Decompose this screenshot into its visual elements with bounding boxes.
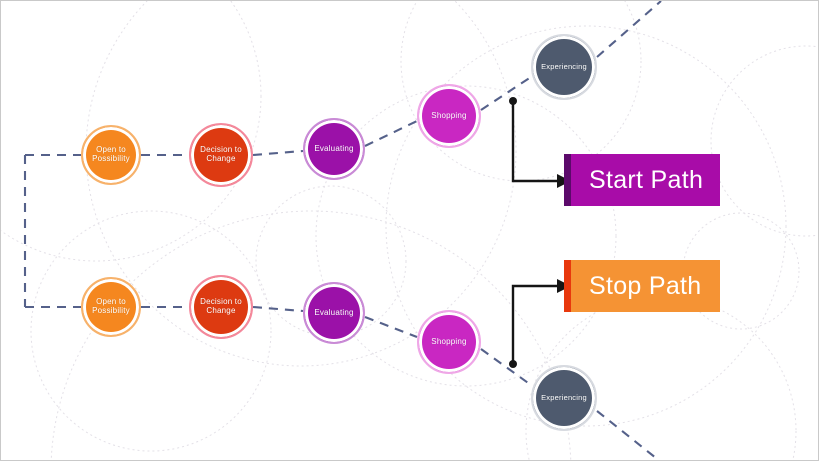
node-label: Experiencing [541,61,587,71]
stop-path-button-label: Stop Path [589,271,702,300]
node-label: Decision to Change [200,145,242,163]
node-label: Evaluating [314,307,354,317]
stop-path-connector-dot [509,360,517,368]
node-evaluating-bottom[interactable]: Evaluating [303,282,365,344]
node-shopping-bottom[interactable]: Shopping [417,310,481,374]
start-path-connector [511,101,558,183]
node-label: Open to Possibility [92,297,130,315]
start-path-connector-dot [509,97,517,105]
start-path-button-label: Start Path [589,165,704,194]
stop-path-button[interactable]: Stop Path [564,260,720,312]
node-label: Evaluating [314,143,354,153]
stop-path-connector [511,284,558,364]
node-decision-to-change-top[interactable]: Decision to Change [189,123,253,187]
node-evaluating-top[interactable]: Evaluating [303,118,365,180]
bottom-journey-line [25,305,661,460]
node-label: Shopping [431,336,467,346]
node-open-to-possibility-top[interactable]: Open to Possibility [81,125,141,185]
node-experiencing-top[interactable]: Experiencing [531,34,597,100]
node-decision-to-change-bottom[interactable]: Decision to Change [189,275,253,339]
start-path-button[interactable]: Start Path [564,154,720,206]
node-open-to-possibility-bottom[interactable]: Open to Possibility [81,277,141,337]
node-shopping-top[interactable]: Shopping [417,84,481,148]
top-journey-line [25,1,662,157]
node-label: Decision to Change [200,297,242,315]
node-label: Experiencing [541,392,587,402]
node-label: Open to Possibility [92,145,130,163]
node-experiencing-bottom[interactable]: Experiencing [531,365,597,431]
node-label: Shopping [431,110,467,120]
